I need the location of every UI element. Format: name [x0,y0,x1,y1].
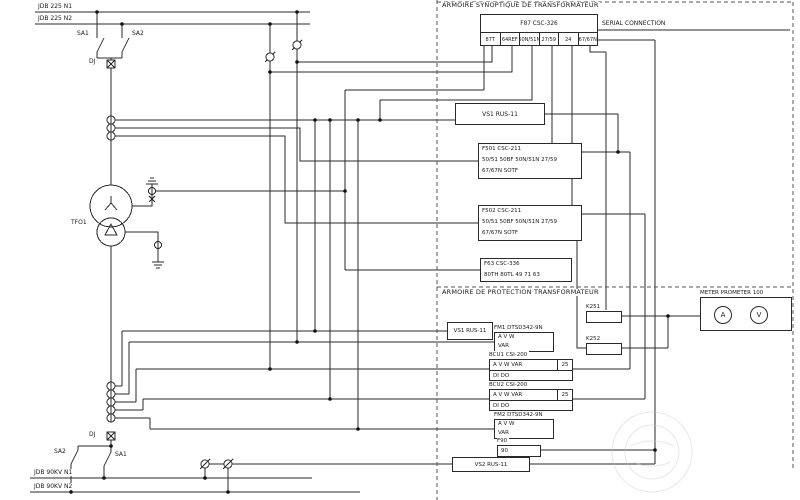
cabinet-label-protection: ARMOIRE DE PROTECTION TRANSFORMATEUR [441,288,600,296]
top-feeder [96,12,130,185]
relay-f501-title: F501 CSC-211 [482,146,522,152]
f502-bcu2-link [573,213,646,400]
relay-k252: K252 [586,335,622,355]
wires [30,11,790,493]
relay-f90: F90 90 [497,437,541,457]
breaker-dj-top [106,59,116,69]
bcu1: BCU1 CSI-200 A V W VAR 25 DI DO [489,351,573,381]
relay-vs1-synoptique: VS1 RUS-11 [455,103,545,125]
bcu2-sync-cell: 25 [557,390,572,400]
meter-fm1-title: FM1 DTSD342-9N [494,324,545,332]
relay-f87: F87 CSC-326 87T 64REF 50N/51N 27/59 24 6… [480,14,598,46]
f501-bcu1-link [573,151,631,370]
function-cell: 87T [485,36,495,43]
vt-riser-2 [291,12,303,342]
cabinet-label-synoptique: ARMOIRE SYNOPTIQUE DE TRANSFORMATEUR [441,1,600,9]
f87-connections [270,46,607,310]
function-cell: 64REF [499,33,520,46]
bus-label-90n2: JDB 90KV N2 [33,483,74,490]
meter-fm2-title: FM2 DTSD342-9N [494,411,545,419]
relay-f87-title: F87 CSC-326 [520,20,558,27]
neutral-branch-1 [132,46,485,271]
relay-f502-title: F502 CSC-211 [482,208,522,214]
vs1-link [545,113,619,152]
relay-k251: K251 [586,303,622,323]
breaker-dj-bottom [106,431,116,441]
meter-prometer-title: METER PROMETER 100 [700,289,766,297]
serial-connection-label: SERIAL CONNECTION [601,20,667,27]
vt-riser-1 [264,24,276,369]
breaker-label-dj-bottom: DJ [88,431,97,438]
watermark [611,411,693,493]
k-output-lines [622,315,700,349]
cabinet-boundaries [436,0,794,500]
switch-label-sa2-bottom: SA2 [53,448,67,455]
bcu2: BCU2 CSI-200 A V W VAR 25 DI DO [489,381,573,411]
ct-output-lines-bottom [115,330,494,430]
relay-f502: F502 CSC-211 50/51 50BF 50N/51N 27/59 67… [478,205,582,241]
function-cell: 24 [558,33,578,46]
transformer-label: TFO1 [70,219,88,226]
bus-label-225n2: JDB 225 N2 [37,15,74,22]
neutral-branch-2 [125,231,164,269]
bcu1-title: BCU1 CSI-200 [489,351,530,359]
bcu2-title: BCU2 CSI-200 [489,381,530,389]
switch-label-sa1-bottom: SA1 [114,451,128,458]
function-cell: 67/67N [577,33,598,46]
bottom-feeder [70,440,112,492]
breaker-label-dj-top: DJ [88,58,97,65]
k252-feed [576,241,586,349]
relay-f501: F501 CSC-211 50/51 50BF 50N/51N 27/59 67… [478,143,582,179]
bus-label-90n1: JDB 90KV N1 [33,469,74,476]
voltmeter-dial: V [750,306,768,324]
meter-prometer: METER PROMETER 100 A V [700,289,792,331]
junction-dots [69,10,670,494]
meter-fm1: FM1 DTSD342-9N A V W VAR [494,324,554,352]
meter-fm2: FM2 DTSD342-9N A V W VAR [494,411,554,439]
f90-vs2-links [530,449,655,465]
transformer-symbol [89,184,133,247]
relay-f63-title: F63 CSC-336 [484,261,520,267]
bcu1-sync-cell: 25 [557,360,572,370]
relay-vs1-protection: VS1 RUS-11 [447,322,493,340]
riser-taps [314,120,359,429]
relay-f63: F63 CSC-336 80TH 80TL 49 71 63 [480,258,572,282]
function-cell: 27/59 [538,33,559,46]
f87-right-riser [598,39,656,464]
ct-output-lines-top [115,119,478,224]
bottom-vt-line [199,458,452,492]
bus-lines [30,11,360,493]
ct-icon [106,131,116,141]
relay-vs2: VS2 RUS-11 [452,457,530,472]
ammeter-dial: A [714,306,732,324]
switch-label-sa2-top: SA2 [131,30,145,37]
relay-k251-title: K251 [586,303,603,311]
function-cell: 50N/51N [519,33,539,46]
relay-f87-functions: 87T 64REF 50N/51N 27/59 24 67/67N [481,32,597,46]
switch-label-sa1-top: SA1 [76,30,90,37]
bus-label-225n1: JDB 225 N1 [37,3,74,10]
relay-f90-title: F90 [497,437,510,445]
relay-k252-title: K252 [586,335,603,343]
